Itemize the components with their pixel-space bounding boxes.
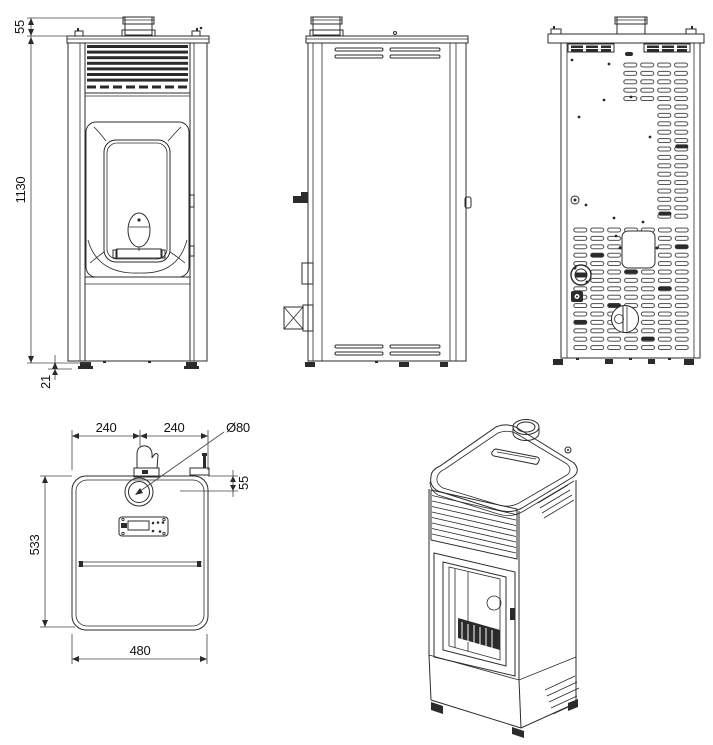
perspective-flue-collar <box>512 419 540 441</box>
side-rear-bracket <box>293 192 308 203</box>
front-dim-flue-height: 55 <box>12 17 125 37</box>
front-left-column <box>67 42 86 362</box>
top-control-panel <box>118 516 169 537</box>
side-vent-slots <box>334 47 441 356</box>
side-junction-box <box>301 262 314 285</box>
front-right-column <box>189 42 208 362</box>
side-body <box>307 42 467 362</box>
top-flue-elbow <box>133 445 160 478</box>
side-feet <box>305 361 448 367</box>
dim-label-left-half-width: 240 <box>96 420 117 435</box>
front-view: 55 1130 21 <box>12 16 210 389</box>
front-dim-overall-height: 1130 <box>13 36 90 364</box>
dim-label-overall-width: 480 <box>130 643 151 658</box>
dim-label-flue-height: 55 <box>12 20 27 34</box>
rear-air-intake <box>570 264 592 286</box>
rear-screws <box>570 58 652 238</box>
top-dim-overall-width: 480 <box>71 634 208 664</box>
rear-view <box>547 16 705 365</box>
dim-label-flue-offset: 55 <box>236 476 251 490</box>
front-top-plate <box>66 35 210 44</box>
dim-label-right-half-width: 240 <box>164 420 185 435</box>
control-display <box>127 520 150 531</box>
perspective-body <box>428 480 577 729</box>
rear-power-socket <box>571 291 583 302</box>
perspective-side-vents <box>537 484 580 715</box>
side-flue-pipe <box>309 16 344 37</box>
front-feet <box>78 361 199 369</box>
perspective-feet <box>431 699 578 738</box>
rear-smoke-outlet <box>611 305 639 333</box>
front-door-oval <box>127 212 151 248</box>
side-top-plate <box>305 35 469 44</box>
side-view <box>283 16 472 367</box>
top-dim-flue-offset: 55 <box>180 470 251 497</box>
dim-label-base-clearance: 21 <box>38 375 53 389</box>
dim-label-overall-height: 1130 <box>13 177 28 204</box>
front-door-window <box>85 121 195 278</box>
top-dim-flue-diameter: Ø80 <box>135 420 250 495</box>
perspective-door-window <box>433 552 516 677</box>
front-dim-base-clearance: 21 <box>38 355 72 389</box>
top-dim-half-widths: 240 240 <box>71 420 209 470</box>
top-dim-depth: 533 <box>27 475 75 628</box>
rear-top-flange <box>547 33 705 44</box>
dim-label-depth: 533 <box>27 535 42 556</box>
rear-flue-pipe <box>614 16 648 35</box>
top-flue-circle <box>124 477 154 507</box>
top-view: 240 240 Ø80 55 533 <box>27 420 251 664</box>
rear-cover-plate <box>618 230 659 269</box>
front-flue-pipe <box>121 16 156 37</box>
top-sensor <box>189 453 210 476</box>
top-body-outline <box>71 475 209 631</box>
dim-label-flue-diameter: Ø80 <box>226 420 250 435</box>
rear-top-vents <box>567 43 691 56</box>
side-door-handle <box>464 196 472 209</box>
perspective-top-plate <box>430 424 578 513</box>
perspective-door-latch <box>510 608 515 620</box>
rear-feet <box>553 358 694 365</box>
front-air-grille <box>84 42 191 94</box>
side-exhaust-outlet <box>283 304 314 332</box>
perspective-grille <box>430 489 518 560</box>
perspective-control-recess <box>491 448 540 465</box>
perspective-view <box>428 419 580 738</box>
